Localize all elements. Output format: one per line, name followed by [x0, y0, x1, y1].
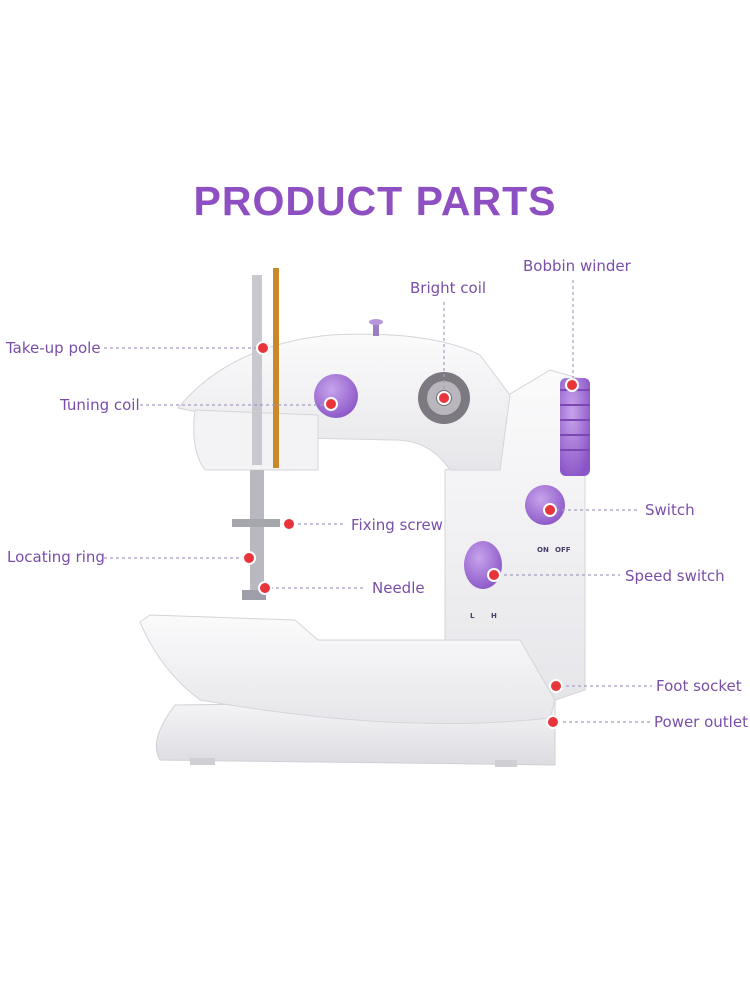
tuning-knob [314, 374, 358, 418]
marker-locating-ring [242, 551, 256, 565]
spool-cap [369, 319, 383, 325]
speed-switch-button [464, 541, 502, 589]
take-up-pole-rod [252, 275, 262, 465]
label-locating-ring: Locating ring [7, 548, 105, 566]
switch-on-mark: ON [537, 546, 549, 554]
label-bright-coil: Bright coil [410, 279, 486, 297]
speed-low-mark: L [470, 612, 475, 620]
marker-switch [543, 503, 557, 517]
sewing-machine: ON OFF L H [139, 268, 590, 767]
speed-high-mark: H [491, 612, 497, 620]
label-power-outlet: Power outlet [654, 713, 748, 731]
leader-lines [104, 280, 652, 723]
part-labels: Take-up pole Tuning coil Bright coil Bob… [5, 257, 748, 731]
label-tuning-coil: Tuning coil [59, 396, 140, 414]
marker-take-up-pole [256, 341, 270, 355]
fixing-screw-part [232, 519, 280, 527]
marker-tuning-coil [324, 397, 338, 411]
machine-foot [190, 758, 215, 765]
presser-foot [242, 590, 266, 600]
switch-off-mark: OFF [555, 546, 571, 554]
marker-power-outlet [546, 715, 560, 729]
bobbin-winder-wheel [560, 378, 590, 476]
marker-bobbin-winder [565, 378, 579, 392]
needle-bar [250, 470, 264, 590]
machine-foot [495, 760, 517, 767]
label-needle: Needle [372, 579, 425, 597]
spool-pin [373, 322, 379, 336]
switch-button [525, 485, 565, 525]
label-switch: Switch [645, 501, 695, 519]
marker-needle [258, 581, 272, 595]
marker-bright-coil [437, 391, 451, 405]
marker-speed-switch [487, 568, 501, 582]
page-title: PRODUCT PARTS [193, 178, 557, 224]
thread-guide [273, 268, 279, 468]
marker-foot-socket [549, 679, 563, 693]
marker-dots [242, 341, 579, 729]
label-bobbin-winder: Bobbin winder [523, 257, 632, 275]
label-speed-switch: Speed switch [625, 567, 725, 585]
label-foot-socket: Foot socket [656, 677, 742, 695]
label-fixing-screw: Fixing screw [351, 516, 443, 534]
label-take-up-pole: Take-up pole [5, 339, 101, 357]
marker-fixing-screw [282, 517, 296, 531]
